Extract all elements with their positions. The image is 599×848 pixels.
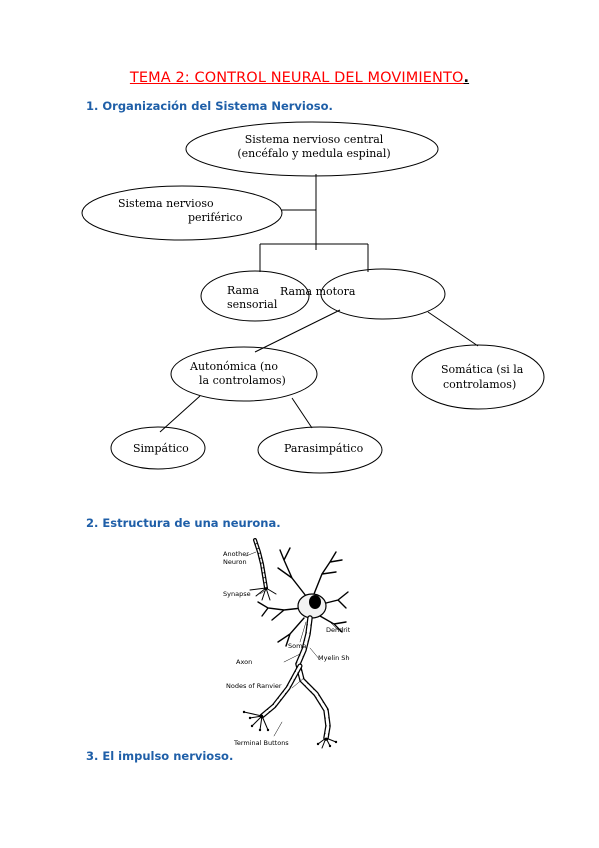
node-motora	[320, 268, 446, 320]
section-heading-organizacion: 1. Organización del Sistema Nervioso.	[86, 99, 333, 113]
label-another-1: Another	[223, 550, 249, 558]
snc-label-2: (encéfalo y medula espinal)	[237, 147, 390, 160]
neuron-illustration: Another Neuron Synapse Dendrites Soma My…	[223, 538, 350, 749]
sensorial-label-2: sensorial	[227, 298, 278, 311]
parasimpatico-label: Parasimpático	[284, 442, 364, 455]
sensorial-label-1: Rama	[227, 284, 260, 297]
section-heading-impulso: 3. El impulso nervioso.	[86, 749, 234, 763]
snc-label-1: Sistema nervioso central	[245, 133, 384, 146]
myelin-sheath	[296, 616, 330, 740]
connector-to-autonomica	[254, 309, 341, 353]
label-nodes-ranvier: Nodes of Ranvier	[226, 682, 282, 690]
simpatico-label: Simpático	[133, 442, 189, 455]
somatica-label-2: controlamos)	[443, 378, 516, 391]
title-text: TEMA 2: CONTROL NEURAL DEL MOVIMIENTO	[129, 70, 464, 86]
another-neuron-terminals	[249, 587, 277, 601]
section-heading-neurona: 2. Estructura de una neurona.	[86, 516, 281, 530]
terminal-buttons-left	[243, 711, 269, 731]
snp-label-2: periférico	[188, 211, 243, 224]
autonomica-label-2: la controlamos)	[199, 374, 286, 387]
title-suffix: .	[463, 70, 470, 86]
dendrite-left	[257, 601, 303, 621]
node-autonomica	[170, 346, 318, 402]
somatica-label-1: Somática (si la	[441, 363, 524, 376]
label-another-2: Neuron	[223, 558, 247, 566]
nervous-system-diagram: Sistema nervioso central (encéfalo y med…	[81, 121, 545, 474]
nucleus	[309, 595, 321, 609]
label-synapse: Synapse	[223, 590, 251, 598]
dendrite-top-left	[277, 547, 307, 597]
autonomica-label-1: Autonómica (no	[189, 360, 278, 373]
label-soma: Soma	[288, 642, 306, 650]
axon-branch	[259, 663, 303, 719]
node-parasimpatico	[257, 426, 383, 474]
terminal-buttons-right	[317, 737, 337, 749]
node-sensorial	[200, 270, 310, 322]
dendrite-lower-right	[319, 615, 347, 633]
node-snp	[81, 185, 283, 241]
node-snc	[185, 121, 439, 177]
page-title: TEMA 2: CONTROL NEURAL DEL MOVIMIENTO.	[0, 70, 599, 86]
label-terminal-buttons: Terminal Buttons	[233, 739, 289, 747]
connector-to-somatica	[427, 311, 479, 347]
label-axon: Axon	[236, 658, 252, 666]
label-myelin-sheath: Myelin Sheath	[318, 654, 350, 662]
label-dendrites: Dendrites	[326, 626, 350, 634]
connector-to-parasimpatico	[291, 397, 313, 429]
dendrite-right	[321, 591, 349, 609]
dendrite-lower-left	[277, 617, 305, 647]
node-simpatico	[110, 426, 206, 470]
snp-label-1: Sistema nervioso	[118, 197, 214, 210]
connector-to-simpatico	[159, 395, 201, 433]
node-somatica	[411, 344, 545, 410]
dendrite-top-right	[313, 551, 343, 595]
motora-label: Rama motora	[280, 285, 356, 298]
